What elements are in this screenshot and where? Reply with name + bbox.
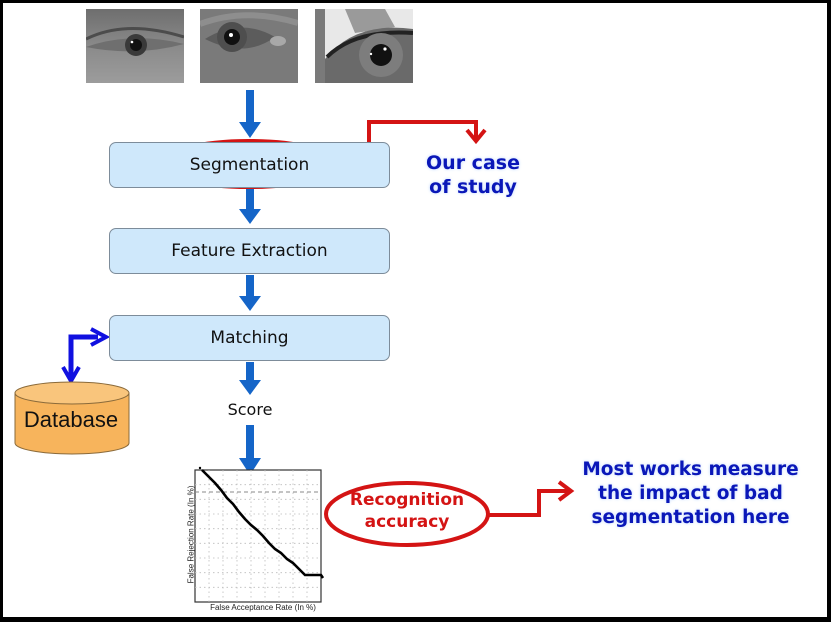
stage-matching-label: Matching [210,328,289,348]
most-works-line-3: segmentation here [591,507,790,528]
stage-segmentation[interactable]: Segmentation [109,142,390,188]
flow-arrow-matching-to-score [239,362,261,395]
flow-arrow-score-to-plot [239,425,261,475]
diagram-canvas: Segmentation Feature Extraction Matching… [3,3,827,617]
stage-segmentation-label: Segmentation [189,155,310,175]
recognition-accuracy-note: Recognition accuracy [337,489,477,533]
plot-x-axis-label: False Acceptance Rate (In %) [210,603,316,612]
connectors-layer [14,90,575,603]
flow-arrow-segmentation-to-feature [239,189,261,224]
plot-frame [194,469,322,603]
case-study-line-1: Our case [426,152,520,174]
case-study-note: Our case of study [408,151,538,199]
database-label: Database [23,407,119,432]
stage-feature-extraction[interactable]: Feature Extraction [109,228,390,274]
det-curve-plot [194,466,325,603]
eye-image-3 [315,9,413,83]
eye-image-2 [200,9,298,83]
stage-matching[interactable]: Matching [109,315,390,361]
det-curve [201,469,325,579]
stage-feature-extraction-label: Feature Extraction [171,241,328,261]
case-study-line-2: of study [429,176,517,198]
flow-arrow-images-to-segmentation [239,90,261,138]
flow-arrow-feature-to-matching [239,275,261,311]
det-curve-start-marker [198,466,202,470]
plot-grid [195,470,321,602]
eye-image-1 [86,9,184,83]
database-matching-arrow [61,327,111,386]
plot-y-axis-label: False Rejection Rate (In %) [186,485,196,584]
most-works-note: Most works measure the impact of bad seg… [568,458,813,530]
recognition-connector-arrow [488,480,575,517]
most-works-line-1: Most works measure [582,459,799,480]
recognition-line-1: Recognition [349,490,465,510]
most-works-line-2: the impact of bad [598,483,783,504]
database-cylinder [14,381,130,455]
score-label: Score [227,400,273,419]
recognition-line-2: accuracy [364,512,450,532]
